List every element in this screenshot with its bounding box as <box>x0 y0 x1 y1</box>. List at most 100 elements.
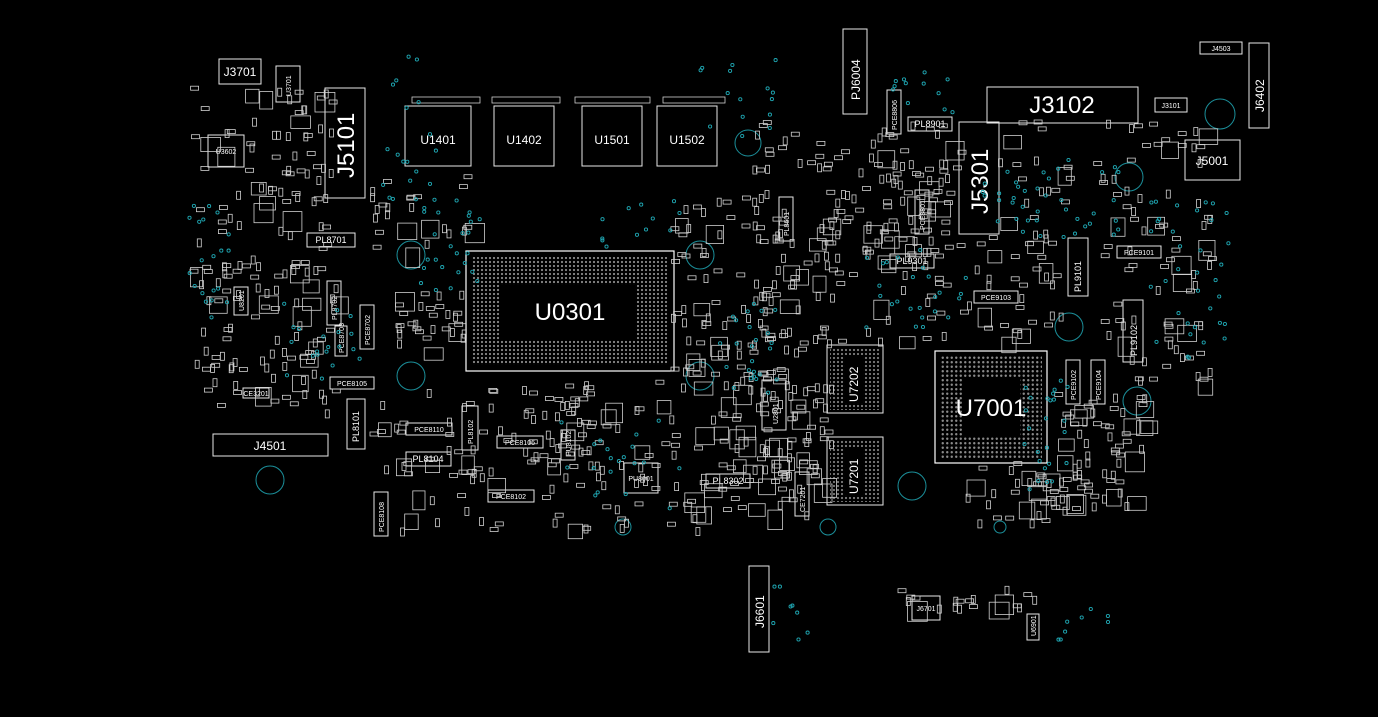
cap-ce7201[interactable]: CE7201 <box>794 471 810 517</box>
u1502-outline[interactable] <box>656 105 718 167</box>
connector-j3701[interactable]: J3701 <box>218 58 262 85</box>
passive-component <box>732 413 742 419</box>
inductor-pl8701[interactable]: PL8701 <box>306 232 356 248</box>
pl9102-outline[interactable] <box>1122 299 1144 363</box>
j3701-outline[interactable] <box>218 58 262 85</box>
inductor-pl9101[interactable]: PL9101 <box>1067 237 1089 297</box>
passive-component <box>578 432 587 438</box>
u3602-outline[interactable] <box>207 134 245 168</box>
pl9101-outline[interactable] <box>1067 237 1089 297</box>
pce8110-outline[interactable] <box>405 422 453 436</box>
u8201-outline[interactable] <box>233 286 249 316</box>
connector-j5101[interactable]: J5101 <box>324 87 366 199</box>
j5301-outline[interactable] <box>958 121 1000 235</box>
cap-pce9104[interactable]: PCE9104 <box>1090 359 1106 405</box>
u7001-outline[interactable] <box>934 350 1048 464</box>
inductor-pl8104[interactable]: PL8104 <box>405 451 452 467</box>
inductor-pl8102[interactable]: PL8102 <box>461 405 479 451</box>
j6402-outline[interactable] <box>1248 42 1270 129</box>
inductor-pl8702[interactable]: PL8702 <box>326 280 342 326</box>
pce8703-outline[interactable] <box>334 325 348 357</box>
j6701-outline[interactable] <box>911 595 941 621</box>
ic-u8201[interactable]: U8201 <box>233 286 249 316</box>
ce7201-outline[interactable] <box>794 471 810 517</box>
u1501-outline[interactable] <box>581 105 643 167</box>
j4503-outline[interactable] <box>1199 41 1243 55</box>
pj6004-outline[interactable] <box>842 28 868 115</box>
inductor-pl8101[interactable]: PL8101 <box>346 398 366 450</box>
u6901-outline[interactable] <box>1026 613 1040 641</box>
via <box>805 630 810 635</box>
j5101-outline[interactable] <box>324 87 366 199</box>
connector-j6402[interactable]: J6402 <box>1248 42 1270 129</box>
u7201-outline[interactable] <box>826 436 884 506</box>
connector-j5001[interactable]: J5001 <box>1184 139 1241 181</box>
u7202-outline[interactable] <box>826 344 884 414</box>
passive-component <box>883 199 892 205</box>
cap-pce8105[interactable]: PCE8105 <box>329 376 375 390</box>
pce8108-outline[interactable] <box>373 491 389 537</box>
pce8801-outline[interactable] <box>914 189 930 235</box>
pce9103-outline[interactable] <box>973 290 1019 304</box>
connector-j3102[interactable]: J3102 <box>986 86 1139 124</box>
pce8106-outline[interactable] <box>496 435 544 449</box>
u1401-outline[interactable] <box>404 105 472 167</box>
cap-pce8703[interactable]: PCE8703 <box>334 323 348 357</box>
passive-component <box>673 310 682 316</box>
ic-u6901[interactable]: U6901 <box>1026 613 1040 641</box>
j3101-outline[interactable] <box>1154 97 1188 113</box>
pce8105-outline[interactable] <box>329 376 375 390</box>
pl8601-outline[interactable] <box>778 196 794 242</box>
pce9101-outline[interactable] <box>1116 245 1162 259</box>
cap-pce8702[interactable]: PCE8702 <box>359 304 375 350</box>
connector-j6601[interactable]: J6601 <box>748 565 770 653</box>
cap-pce9101[interactable]: PCE9101 <box>1116 245 1162 259</box>
u1402-outline[interactable] <box>493 105 555 167</box>
pu8001-outline[interactable] <box>623 462 659 494</box>
connector-j4501[interactable]: J4501 <box>212 433 329 457</box>
pce8102-outline[interactable] <box>487 489 535 503</box>
j4501-outline[interactable] <box>212 433 329 457</box>
pl8102-outline[interactable] <box>461 405 479 451</box>
passive-component <box>741 304 746 314</box>
via <box>1046 176 1051 181</box>
passive-component <box>834 155 843 161</box>
ic-j6701[interactable]: J6701 <box>911 595 941 621</box>
pce8702-outline[interactable] <box>359 304 375 350</box>
ic-pu8001[interactable]: PU8001 <box>623 462 659 494</box>
cap-pce8108[interactable]: PCE8108 <box>373 491 389 537</box>
cap-pce8806[interactable]: PCE8806 <box>886 89 902 135</box>
chip-u7201[interactable]: U7201 <box>826 436 884 506</box>
j5001-outline[interactable] <box>1184 139 1241 181</box>
j3102-outline[interactable] <box>986 86 1139 124</box>
passive-component <box>238 366 248 372</box>
passive-component <box>1113 191 1122 197</box>
cap-pce8110[interactable]: PCE8110 <box>405 422 453 436</box>
passive-component <box>671 442 680 448</box>
passive-component <box>578 447 584 457</box>
pl8702-outline[interactable] <box>326 280 342 326</box>
pce9102-outline[interactable] <box>1065 359 1081 405</box>
cap-pce9102[interactable]: PCE9102 <box>1065 359 1081 405</box>
pl8701-outline[interactable] <box>306 232 356 248</box>
connector-j3101[interactable]: J3101 <box>1154 97 1188 113</box>
cap-pce8102[interactable]: PCE8102 <box>487 489 535 503</box>
passive-component <box>424 239 430 249</box>
connector-j5301[interactable]: J5301 <box>958 121 1000 235</box>
ic-u3602[interactable]: U3602 <box>207 134 245 168</box>
pl8101-outline[interactable] <box>346 398 366 450</box>
passive-component <box>671 258 680 264</box>
chip-u7001[interactable]: U7001 <box>934 350 1048 464</box>
cap-pce8106[interactable]: PCE8106 <box>496 435 544 449</box>
connector-j4503[interactable]: J4503 <box>1199 41 1243 55</box>
chip-u7202[interactable]: U7202 <box>826 344 884 414</box>
inductor-pl9102[interactable]: PL9102 <box>1122 299 1144 363</box>
passive-component <box>1082 417 1088 427</box>
connector-pj6004[interactable]: PJ6004 <box>842 28 868 115</box>
cpu-u0301[interactable]: U0301 <box>465 250 675 372</box>
cap-pce9103[interactable]: PCE9103 <box>973 290 1019 304</box>
passive-component <box>1052 273 1062 279</box>
j6601-outline[interactable] <box>748 565 770 653</box>
pce9104-outline[interactable] <box>1090 359 1106 405</box>
via <box>771 621 776 626</box>
